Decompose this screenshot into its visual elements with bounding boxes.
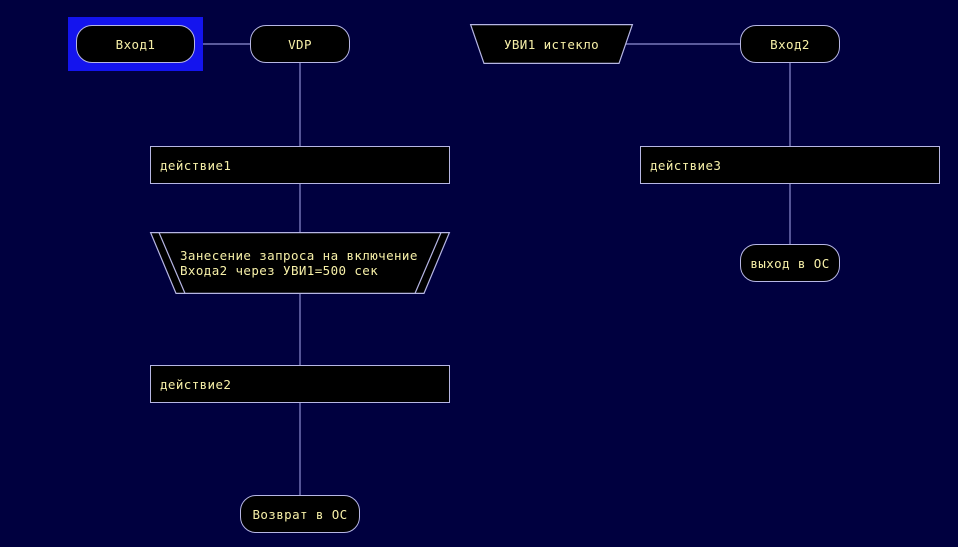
trapezoid-outer	[469, 24, 634, 65]
node-vhod1[interactable]: Вход1	[76, 25, 195, 63]
node-uvi1-isteklo[interactable]: УВИ1 истекло	[469, 24, 634, 65]
node-zanesenie-zaprosa[interactable]: Занесение запроса на включение Входа2 че…	[149, 232, 451, 295]
node-label: действие3	[650, 157, 722, 173]
node-deystvie3[interactable]: действие3	[640, 146, 940, 184]
node-label: Занесение запроса на включение Входа2 че…	[180, 248, 418, 278]
node-vdp[interactable]: VDP	[250, 25, 350, 63]
node-vyhod-v-os[interactable]: выход в ОС	[740, 244, 840, 282]
node-label: УВИ1 истекло	[503, 36, 600, 52]
node-deystvie1[interactable]: действие1	[150, 146, 450, 184]
node-vozvrat-v-os[interactable]: Возврат в ОС	[240, 495, 360, 533]
node-label: действие1	[160, 157, 232, 173]
trapezoid-inner	[158, 232, 442, 295]
node-label: действие2	[160, 376, 232, 392]
node-label: выход в ОС	[750, 255, 830, 271]
node-label: Возврат в ОС	[252, 506, 348, 522]
node-label: Вход2	[770, 36, 810, 52]
node-label: Вход1	[115, 36, 156, 52]
node-vhod2[interactable]: Вход2	[740, 25, 840, 63]
node-deystvie2[interactable]: действие2	[150, 365, 450, 403]
node-label: VDP	[288, 36, 312, 52]
